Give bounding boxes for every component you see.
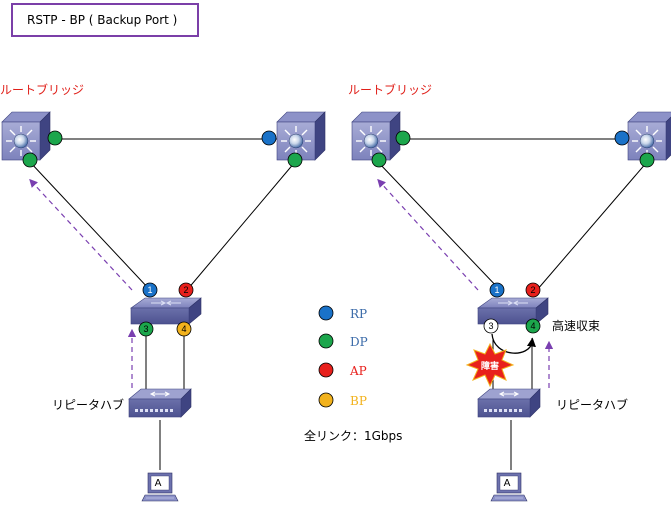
left-link-bridge-to-switch (186, 161, 296, 291)
left-root-dp-port-right (47, 130, 63, 146)
left-repeater-hub-label: リピータハブ (52, 397, 124, 412)
legend-bp-swatch (318, 392, 334, 408)
legend-rp-swatch (318, 305, 334, 321)
right-root-dp-port-right (395, 130, 411, 146)
left-root-bridge-icon (1, 111, 51, 161)
left-port-1-rp (142, 282, 158, 298)
right-port-4-label: 4 (530, 321, 535, 331)
legend-ap-label: AP (349, 364, 367, 378)
right-link-bridge-to-switch (536, 161, 648, 291)
left-bridge-dp-port (287, 152, 303, 168)
right-port-1-rp (489, 282, 505, 298)
left-port-2-ap (178, 282, 194, 298)
left-bridge-rp-port (261, 130, 277, 146)
right-pc-label: A (504, 478, 511, 489)
right-port-3-failed (483, 318, 499, 334)
right-port-1-label: 1 (494, 285, 499, 295)
right-bridge-rp-port (614, 130, 630, 146)
right-bridge-icon (627, 111, 671, 161)
legend: RP DP AP BP 全リンク：1Gbps (304, 305, 402, 443)
title-box: RSTP - BP ( Backup Port ) (11, 3, 199, 37)
link-speed-note: 全リンク：1Gbps (304, 428, 402, 443)
left-port-2-label: 2 (183, 285, 188, 295)
left-pc-label: A (155, 478, 162, 489)
left-path-arrow-to-root (29, 178, 133, 291)
left-port-1-label: 1 (147, 285, 152, 295)
right-link-root-to-switch (377, 161, 501, 291)
left-root-bridge-label: ルートブリッジ (0, 82, 84, 97)
page-title: RSTP - BP ( Backup Port ) (27, 13, 178, 27)
right-bridge-dp-port (639, 152, 655, 168)
right-path-arrow-to-root (377, 178, 479, 291)
legend-bp-label: BP (350, 394, 367, 408)
right-root-bridge-label: ルートブリッジ (348, 82, 432, 97)
right-root-dp-port-bottom (371, 152, 387, 168)
left-port-4-bp (176, 321, 192, 337)
right-root-bridge-icon (351, 111, 401, 161)
left-repeater-hub-icon (128, 388, 192, 418)
left-diagram: 1 2 3 4 ルートブリッジ リピータハブ A (0, 82, 326, 502)
left-switch-icon (130, 297, 202, 325)
left-root-dp-port-bottom (22, 152, 38, 168)
right-port-3-label: 3 (488, 321, 493, 331)
fast-convergence-label: 高速収束 (552, 318, 600, 333)
right-port-4-dp (525, 318, 541, 334)
left-port-4-label: 4 (181, 324, 186, 334)
legend-dp-swatch (318, 333, 334, 349)
right-port-2-label: 2 (530, 285, 535, 295)
legend-ap-swatch (318, 362, 334, 378)
convergence-arrow (491, 333, 536, 354)
left-bridge-icon (276, 111, 326, 161)
failure-label: 障害 (481, 360, 499, 372)
legend-rp-label: RP (350, 307, 367, 321)
left-link-root-to-switch (29, 161, 151, 291)
left-port-3-dp (138, 321, 154, 337)
right-repeater-hub-icon (477, 388, 541, 418)
right-diagram: 1 2 3 4 障害 ルートブリッジ 高速収束 リピータハブ A (348, 82, 671, 502)
left-port-3-label: 3 (143, 324, 148, 334)
failure-burst-icon (465, 342, 515, 388)
right-port-2-ap (525, 282, 541, 298)
right-repeater-hub-label: リピータハブ (556, 397, 628, 412)
legend-dp-label: DP (350, 335, 368, 349)
